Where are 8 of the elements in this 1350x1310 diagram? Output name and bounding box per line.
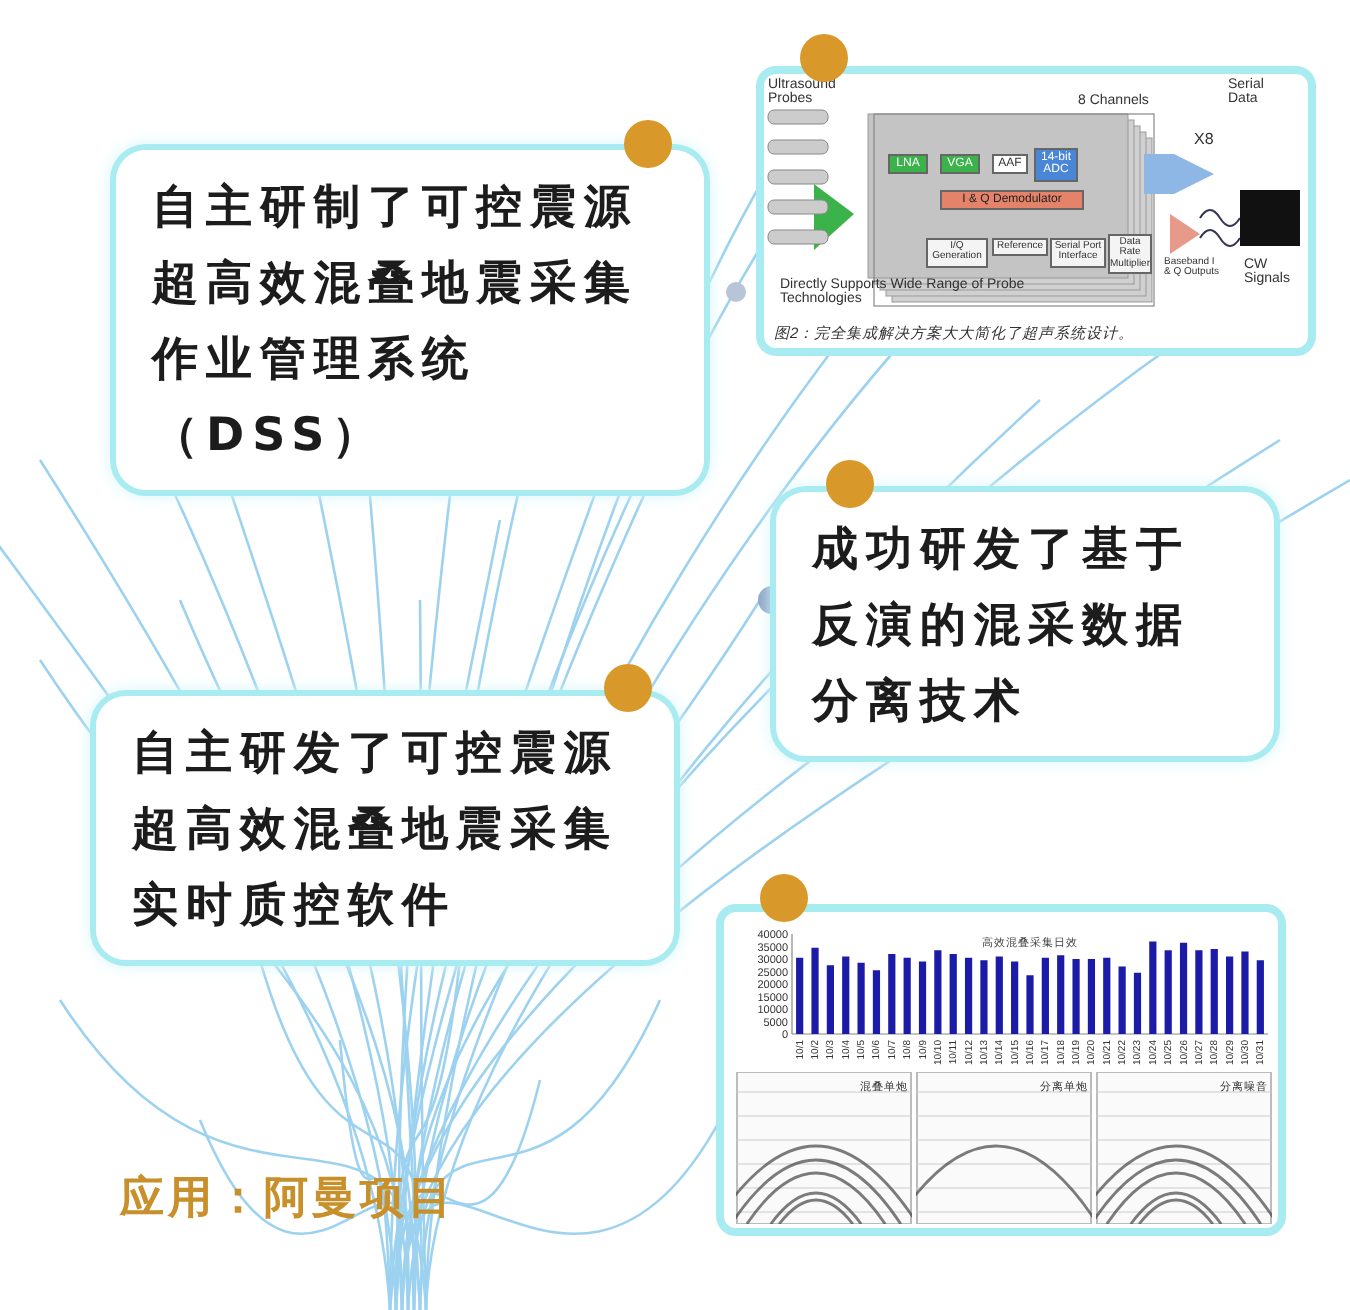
- card-text: 自主研发了可控震源超高效混叠地震采集实时质控软件: [132, 726, 620, 936]
- text-card: [770, 486, 1280, 762]
- diagram-label: X8: [1194, 132, 1214, 149]
- text-card: [90, 690, 680, 966]
- text-card: [110, 144, 710, 496]
- card-text: 成功研发了基于反演的混采数据分离技术: [812, 522, 1192, 732]
- card-text: 自主研制了可控震源超高效混叠地震采集作业管理系统（DSS）: [152, 180, 640, 466]
- footer-note: 应用：阿曼项目: [120, 1176, 456, 1223]
